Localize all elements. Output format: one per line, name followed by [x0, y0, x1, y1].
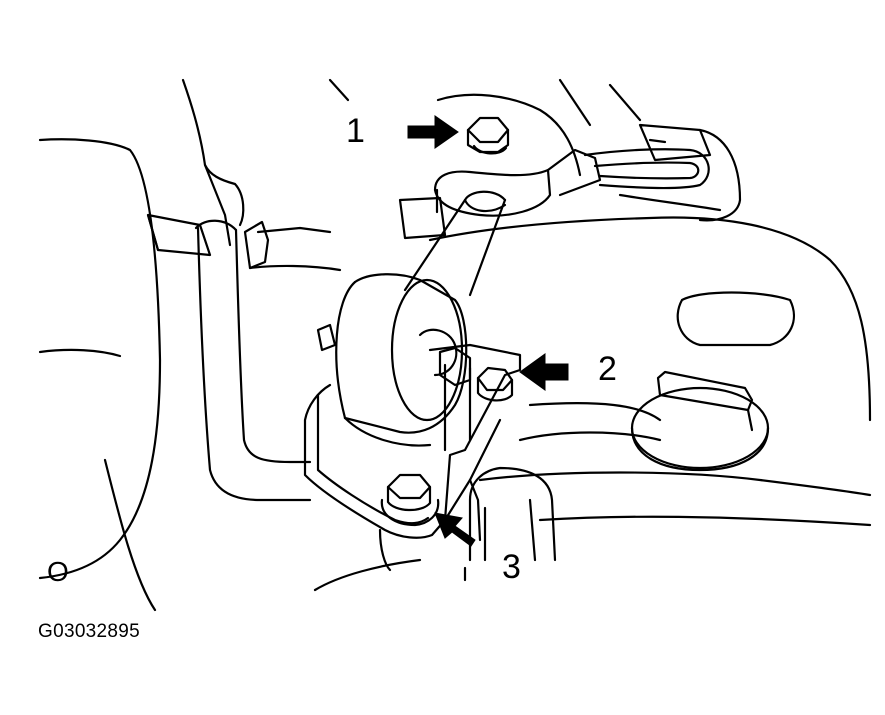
arrow-up-left-icon — [434, 512, 476, 547]
callout-label-1: 1 — [346, 112, 365, 150]
torque-rod — [403, 190, 507, 297]
corner-mark: O — [47, 556, 69, 587]
left-body-panel — [38, 78, 350, 612]
filler-cap — [630, 370, 770, 472]
rubber-bushing — [316, 273, 468, 434]
callout-label-2: 2 — [598, 350, 617, 388]
vertical-hose — [146, 213, 342, 502]
arrow-right-icon — [407, 115, 459, 149]
bolt-1 — [466, 116, 510, 155]
figure-code: G03032895 — [38, 621, 141, 642]
bolt-2 — [438, 346, 514, 402]
engine-cover — [428, 216, 872, 527]
callout-label-3: 3 — [502, 548, 521, 586]
top-bracket — [398, 78, 742, 240]
arrow-left-icon — [519, 353, 569, 391]
lower-casting — [313, 466, 557, 592]
bolt-3 — [380, 473, 440, 527]
